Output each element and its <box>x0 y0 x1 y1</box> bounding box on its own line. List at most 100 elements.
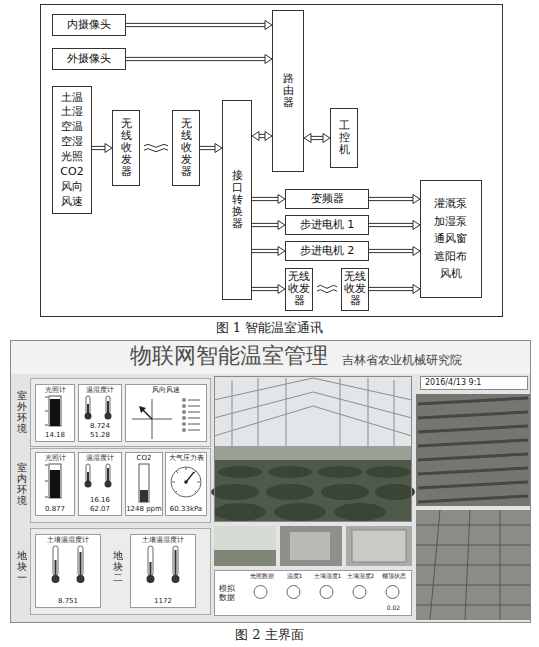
box-label: 工控机 <box>339 120 350 156</box>
pressure-gauge <box>186 467 187 470</box>
thermometer <box>77 575 85 583</box>
display-panel: 温湿度计8.72451.28 <box>78 384 122 442</box>
arrow-head <box>265 21 272 30</box>
display-panel: 光照计0.877 <box>35 452 75 516</box>
device-box: 无线收发器 <box>285 268 313 311</box>
device-box: 步进电机 1 <box>285 215 369 235</box>
panel-text: 大气压力表 <box>166 454 206 462</box>
connector-part <box>369 290 413 291</box>
screen-background <box>10 340 531 623</box>
side-label: 室外环境 <box>17 390 27 434</box>
connector-part <box>259 137 265 138</box>
camera-image <box>416 510 530 620</box>
pressure-gauge <box>197 482 200 483</box>
wind-compass <box>188 424 200 425</box>
wireless-wave <box>144 144 168 147</box>
pressure-gauge <box>175 491 177 493</box>
greenhouse-photo <box>368 378 369 450</box>
device-box: 土温 土湿 空温 空湿 光照 CO2 风向 风速 <box>52 86 92 214</box>
wind-compass <box>182 398 186 402</box>
dial-gauge <box>254 586 399 599</box>
light-meter-bar <box>49 396 61 426</box>
greenhouse-photo <box>340 378 341 450</box>
panel-text: 光照计 <box>36 386 74 394</box>
photo-strip <box>290 532 330 560</box>
greenhouse-photo <box>211 376 415 522</box>
panel-text: 0.02 <box>377 605 410 612</box>
side-label: 地块一 <box>17 550 27 583</box>
co2-bar <box>139 464 149 502</box>
panel-text: 0.877 <box>36 505 74 513</box>
thermometer <box>86 396 90 414</box>
dial-gauge <box>287 586 300 599</box>
camera-image <box>500 510 501 620</box>
greenhouse-photo <box>211 466 415 521</box>
arrow-head <box>278 285 285 294</box>
wind-compass <box>182 422 186 426</box>
panel-text: 8.751 <box>36 597 100 605</box>
camera-image <box>418 398 528 502</box>
light-meter-bar <box>45 397 48 398</box>
connector <box>369 285 420 294</box>
panel-text: 温湿度计 <box>79 386 121 394</box>
box-label: 无线收发器 <box>288 271 310 307</box>
thermometer <box>55 560 57 577</box>
camera-image <box>416 394 530 620</box>
dial-gauge <box>353 586 366 599</box>
device-box: 外摄像头 <box>52 48 126 70</box>
thermometer <box>85 481 92 488</box>
dial-gauge <box>386 586 399 599</box>
camera-image <box>416 545 530 546</box>
panel-text: 温湿度计 <box>79 454 121 462</box>
connector-part <box>369 249 413 250</box>
arrow-head <box>215 144 222 153</box>
greenhouse-photo <box>366 466 410 478</box>
light-meter-bar <box>50 470 60 498</box>
wind-compass <box>188 400 200 401</box>
panel-fill <box>35 452 75 516</box>
greenhouse-photo <box>214 406 313 436</box>
arrow-head <box>278 221 285 230</box>
wireless-wave <box>317 290 337 293</box>
camera-image <box>416 510 530 620</box>
wireless-wave <box>317 285 337 288</box>
device-box: 路由器 <box>272 10 304 172</box>
connector-part <box>92 146 105 147</box>
connector-part <box>252 197 278 198</box>
connector-part <box>369 252 413 253</box>
light-meter-bar <box>45 481 48 482</box>
thermometer <box>150 562 152 577</box>
screen-panel: 物联网智能温室管理吉林省农业机械研究院2016/4/13 9:1光照计14.18… <box>10 340 531 623</box>
light-meter-bar <box>45 425 48 426</box>
connector-part <box>252 200 278 201</box>
box-label: 变频器 <box>311 192 344 205</box>
thermometer <box>147 575 155 583</box>
wind-compass <box>188 406 200 407</box>
photo-strip <box>352 530 406 562</box>
greenhouse-photo <box>211 484 259 500</box>
device-box: 灌溉泵 加湿泵 通风窗 遮阳布 风机 <box>420 180 482 298</box>
thermometer <box>105 413 112 420</box>
wind-compass <box>182 428 186 432</box>
connector-part <box>369 226 413 227</box>
greenhouse-photo <box>215 377 412 522</box>
panel-fill <box>78 452 122 516</box>
greenhouse-photo <box>258 378 259 450</box>
connector <box>369 195 420 204</box>
camera-image <box>418 482 528 488</box>
connector <box>92 144 112 153</box>
panel-text: 土壤湿度2 <box>344 573 377 580</box>
wind-compass <box>182 416 186 420</box>
box-label: 外摄像头 <box>67 52 111 65</box>
greenhouse-photo <box>286 378 287 450</box>
screen-background <box>31 449 211 523</box>
thermometer <box>78 546 83 576</box>
thermometer <box>85 413 92 420</box>
box-label: 内摄像头 <box>67 18 111 31</box>
camera-image <box>416 605 530 606</box>
connector-part <box>311 136 323 137</box>
panel-text: 1172 <box>131 597 195 605</box>
panel-fill <box>125 384 207 442</box>
figure-frame <box>41 5 503 317</box>
connector <box>126 55 272 64</box>
